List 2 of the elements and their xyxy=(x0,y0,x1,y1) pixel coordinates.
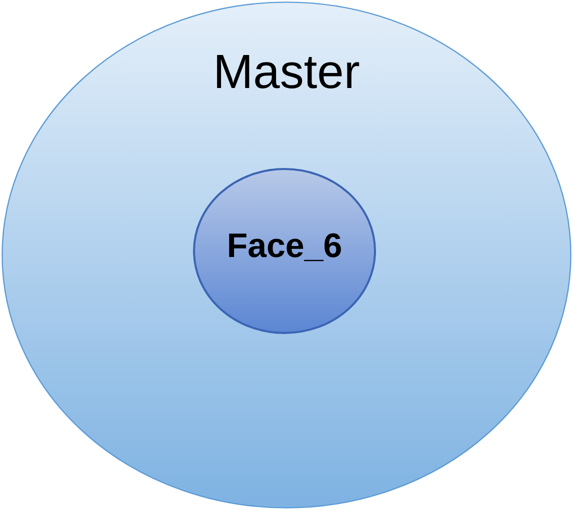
ellipse-label: Face_6 xyxy=(226,229,342,263)
ellipse-title: Master xyxy=(213,49,360,97)
